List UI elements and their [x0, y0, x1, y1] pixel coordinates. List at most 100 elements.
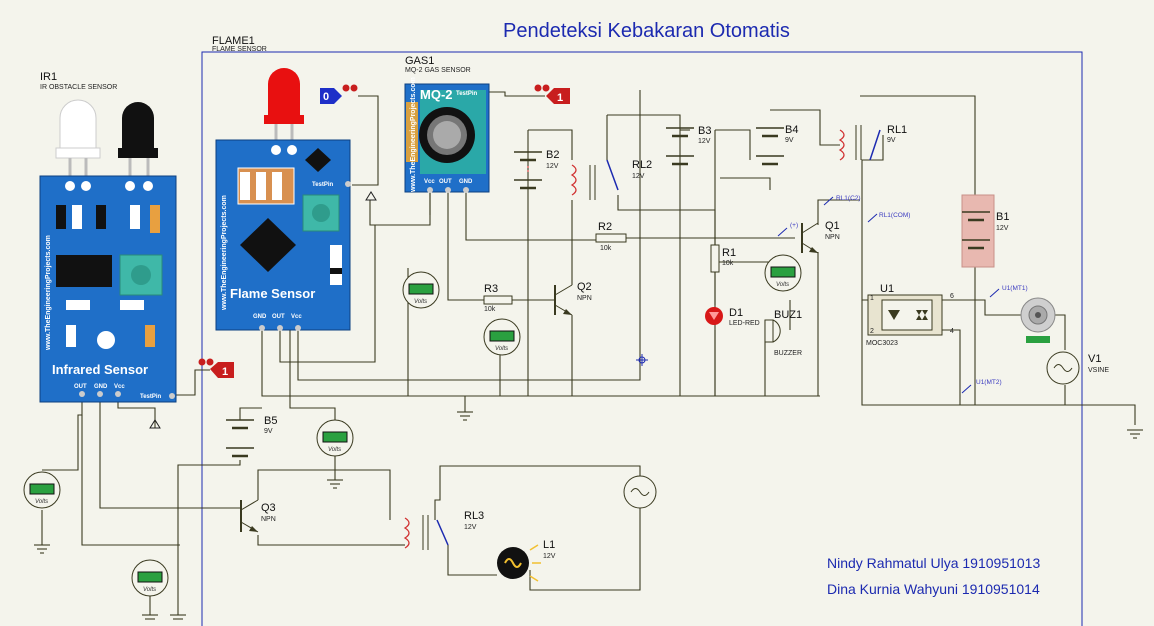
- ground-icon: [170, 614, 186, 620]
- flame-pin-out: OUT: [272, 314, 285, 320]
- relay-rl1[interactable]: RL1 9V: [838, 124, 907, 161]
- probe-arrow-icon: [365, 191, 377, 201]
- probe-u1-mt1[interactable]: U1(MT1): [989, 285, 1028, 298]
- ac-source-rl3[interactable]: [623, 475, 657, 509]
- battery-b2[interactable]: B2 12V: [514, 149, 559, 190]
- ir-led-pad: [97, 331, 115, 349]
- q2-value: NPN: [577, 295, 592, 302]
- flame-sensor[interactable]: FLAME1 FLAME SENSOR www.TheEngineeringPr…: [212, 35, 351, 331]
- ground-icon: [457, 411, 473, 421]
- ir-resistor: [96, 205, 106, 229]
- ir-chip-icon: [56, 255, 112, 287]
- transistor-q3[interactable]: Q3 NPN: [240, 499, 276, 533]
- resistor-r3[interactable]: R3 10k: [483, 283, 513, 313]
- relay-switch-icon: [869, 129, 881, 161]
- battery-b3[interactable]: B3 12V: [666, 125, 711, 166]
- relay-coil-icon: [570, 164, 577, 196]
- battery-b5[interactable]: B5 9V: [226, 415, 277, 458]
- lamp-l1[interactable]: L1 12V: [497, 539, 556, 582]
- ir-sensor[interactable]: IR1 IR OBSTACLE SENSOR www.TheEngineerin…: [39, 71, 177, 403]
- b5-ref: B5: [264, 415, 277, 427]
- ir-board-title: Infrared Sensor: [52, 362, 148, 377]
- gas-board-title: MQ-2: [420, 87, 453, 102]
- b1-ref: B1: [996, 211, 1009, 223]
- ir-resistor: [56, 205, 66, 229]
- transistor-q2[interactable]: Q2 NPN: [554, 281, 592, 316]
- gas-ref: GAS1: [405, 55, 434, 67]
- probe-rl1-com[interactable]: RL1(COM): [867, 212, 910, 223]
- u1-ref: U1: [880, 283, 894, 295]
- probe-icon: [823, 196, 834, 206]
- flame-resistor: [256, 172, 266, 200]
- voltmeter[interactable]: Volts: [316, 419, 354, 457]
- r3-ref: R3: [484, 283, 498, 295]
- gas-pin-dot: [427, 187, 433, 193]
- voltmeter[interactable]: Volts: [402, 271, 440, 309]
- transistor-q1[interactable]: Q1 NPN: [801, 220, 840, 254]
- ir-resistor: [150, 205, 160, 233]
- flame-tag-value: 0: [323, 91, 329, 103]
- transistor-collector: [554, 284, 573, 296]
- b5-value: 9V: [264, 428, 273, 435]
- q2-ref: Q2: [577, 281, 592, 293]
- v1-value: VSINE: [1088, 367, 1109, 374]
- q1-value: NPN: [825, 234, 840, 241]
- optocoupler-u1[interactable]: U1 1 2 6 4 MOC3023: [866, 283, 954, 347]
- gas-test-pin: TestPin: [456, 91, 478, 97]
- flame-side-text: www.TheEngineeringProjects.com: [221, 195, 228, 311]
- relay-rl2[interactable]: RL2 12V: [570, 159, 652, 200]
- u1-value: MOC3023: [866, 340, 898, 347]
- ir-pin-dot: [115, 391, 121, 397]
- probe-q1-base[interactable]: (+): [777, 222, 798, 237]
- triac-icon: [916, 310, 928, 320]
- ir-pad: [125, 181, 135, 191]
- gas-logic-tag[interactable]: 1: [534, 84, 571, 105]
- npn-arrow-icon: [809, 247, 818, 253]
- voltmeter-label: Volts: [35, 499, 48, 505]
- voltage-probes: RL1(C2) RL1(COM) U1(MT1) U1(MT2) (+): [777, 195, 1028, 394]
- voltmeter[interactable]: Volts: [23, 471, 61, 509]
- relay-rl3[interactable]: RL3 12V: [403, 510, 484, 550]
- battery-b4[interactable]: B4 9V: [756, 124, 798, 166]
- voltmeter-display: [137, 571, 163, 583]
- vsine-v1[interactable]: V1 VSINE: [1046, 351, 1109, 385]
- relay-coil-icon: [403, 517, 410, 549]
- resistor-r1[interactable]: R1 10k: [710, 244, 736, 273]
- buzzer-buz1[interactable]: BUZ1 BUZZER: [764, 309, 802, 357]
- b2-value: 12V: [546, 163, 559, 170]
- b4-value: 9V: [785, 137, 794, 144]
- v1-ref: V1: [1088, 353, 1101, 365]
- ir-emitter-icon: [59, 99, 97, 151]
- led-d1[interactable]: D1 LED-RED: [705, 307, 760, 327]
- battery-b1[interactable]: B1 12V: [961, 194, 1009, 268]
- voltmeter[interactable]: Volts: [764, 254, 802, 292]
- b1-value: 12V: [996, 225, 1009, 232]
- u1-pin-number: 4: [950, 328, 954, 335]
- probe-u1-mt1-label: U1(MT1): [1002, 285, 1028, 292]
- resistor-icon: [710, 244, 720, 273]
- probe-rl1-c2[interactable]: RL1(C2): [823, 195, 861, 206]
- flame-logic-tag[interactable]: 0: [320, 84, 358, 105]
- ir-pin-dot: [169, 393, 175, 399]
- gas-pin-out: OUT: [439, 179, 452, 185]
- ir-pin-dot: [97, 391, 103, 397]
- probe-q1-base-label: (+): [790, 222, 798, 229]
- ir-pin-dot: [79, 391, 85, 397]
- voltmeter[interactable]: Volts: [131, 559, 169, 597]
- d1-ref: D1: [729, 307, 743, 319]
- motor[interactable]: [1020, 297, 1056, 343]
- ground-icon: [327, 479, 343, 489]
- probe-u1-mt2[interactable]: U1(MT2): [961, 379, 1002, 394]
- flame-board-title: Flame Sensor: [230, 286, 315, 301]
- gas-sensor[interactable]: GAS1 MQ-2 GAS SENSOR MQ-2 TestPin www.Th…: [404, 55, 490, 193]
- voltmeter[interactable]: Volts: [483, 318, 521, 356]
- resistor-r2[interactable]: R2 10k: [595, 221, 627, 252]
- r1-value: 10k: [722, 260, 734, 267]
- ir-pad: [143, 181, 153, 191]
- flame-resistor: [240, 172, 250, 200]
- ir-pad: [65, 181, 75, 191]
- ir-logic-tag[interactable]: 1: [198, 358, 235, 379]
- flame-pin-dot: [259, 325, 265, 331]
- flame-desc: FLAME SENSOR: [212, 46, 267, 53]
- relay-switch-icon: [606, 159, 619, 191]
